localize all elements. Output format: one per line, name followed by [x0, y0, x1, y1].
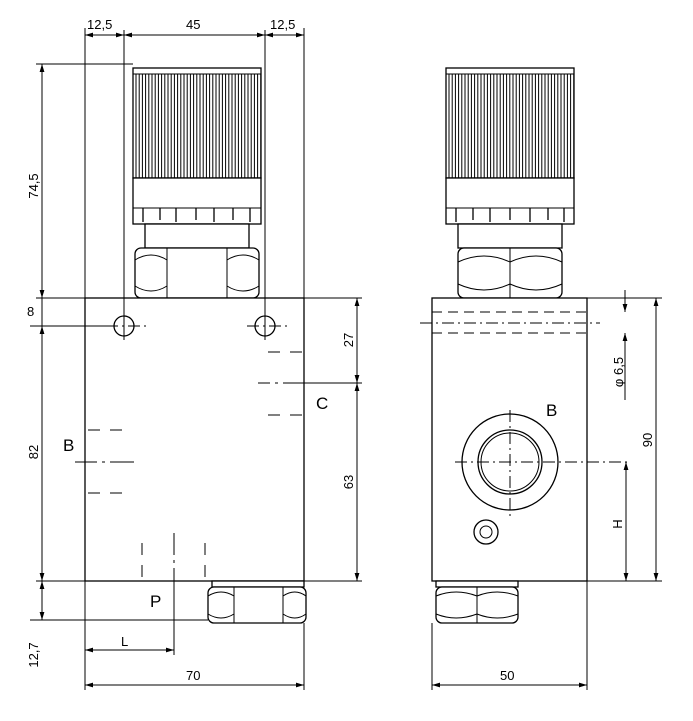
dim-body-height: 82	[26, 445, 41, 459]
dim-hole-diameter: φ 6,5	[611, 357, 626, 387]
port-b-front-label: B	[63, 436, 74, 455]
side-view: B	[420, 67, 630, 624]
front-knob	[132, 67, 262, 225]
dim-port-c-offset: 27	[341, 333, 356, 347]
dim-port-p-offset: L	[121, 634, 128, 649]
dim-port-b-height: H	[610, 519, 625, 528]
dim-body-width: 70	[186, 668, 200, 683]
front-bottom-fitting	[207, 580, 307, 624]
dim-port-c-height: 63	[341, 475, 356, 489]
port-b-side-label: B	[546, 401, 557, 420]
front-body	[84, 297, 305, 582]
front-extension-lines	[30, 28, 362, 690]
dim-height-knob: 74,5	[26, 173, 41, 198]
front-stem	[144, 223, 250, 249]
dim-hole-offset: 8	[27, 304, 34, 319]
front-dimension-lines	[39, 32, 360, 688]
side-stem	[457, 223, 563, 249]
side-top-nut	[457, 247, 563, 299]
dim-side-width: 50	[500, 668, 514, 683]
side-knob	[445, 67, 575, 225]
dim-bottom-fitting: 12,7	[26, 642, 41, 667]
side-small-hole	[473, 519, 499, 545]
dim-right-flange: 12,5	[270, 17, 295, 32]
side-bottom-fitting	[435, 580, 519, 624]
dim-knob-width: 45	[186, 17, 200, 32]
front-hidden-ports	[75, 351, 302, 655]
dim-left-flange: 12,5	[87, 17, 112, 32]
port-c-label: C	[316, 394, 328, 413]
port-p-label: P	[150, 592, 161, 611]
front-top-nut	[134, 247, 260, 299]
dim-side-height: 90	[640, 433, 655, 447]
side-dimension-lines	[432, 290, 659, 688]
front-view: B C P	[63, 30, 328, 655]
